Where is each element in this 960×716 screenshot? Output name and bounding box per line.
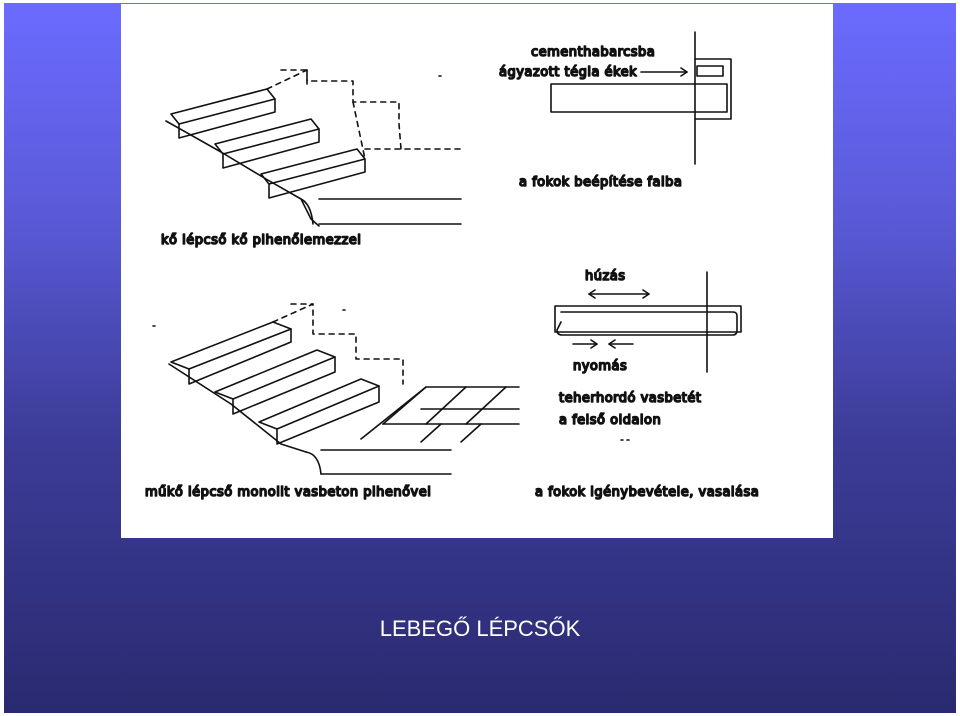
cast-stone-stair-sketch (152, 303, 520, 475)
slide-title: LEBEGŐ LÉPCSŐK (379, 616, 581, 641)
brick-wedge-label-line2: ágyazott tégla ékek (499, 65, 637, 80)
rebar-note-line2: a felső oldalon (559, 413, 661, 428)
reinforcement-caption: a fokok igénybevétele, vasalása (535, 485, 759, 500)
reinforcement-sketch (554, 271, 742, 441)
rebar-note-line1: teherhordó vasbetét (559, 391, 701, 406)
slide-background: kő lépcső kő pihenőlemezzel cementhabarc… (4, 3, 956, 713)
stair-drawing: kő lépcső kő pihenőlemezzel cementhabarc… (144, 31, 760, 501)
wall-embedding-sketch (550, 31, 732, 165)
stone-stair-caption: kő lépcső kő pihenőlemezzel (161, 233, 361, 248)
brick-wedge-label-line1: cementhabarcsba (531, 45, 655, 60)
tension-label: húzás (585, 269, 626, 284)
cast-stone-stair-caption: műkő lépcső monolit vasbeton pihenővel (145, 485, 431, 500)
stair-drawing-panel: kő lépcső kő pihenőlemezzel cementhabarc… (121, 4, 833, 538)
compression-label: nyomás (573, 359, 627, 374)
stone-stair-sketch (165, 69, 462, 227)
wall-embedding-caption: a fokok beépítése falba (519, 175, 682, 190)
